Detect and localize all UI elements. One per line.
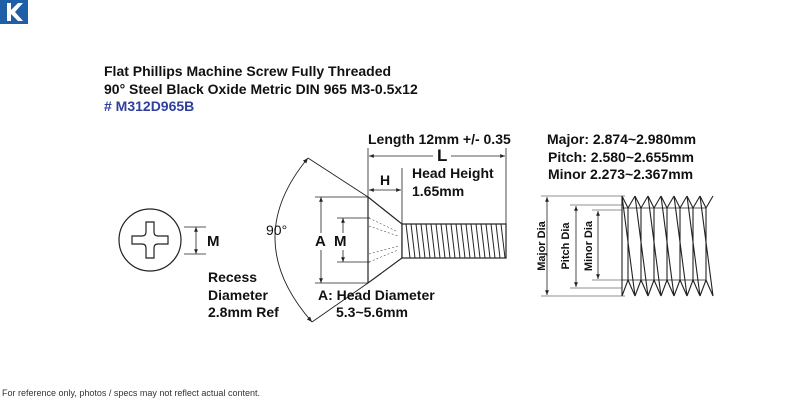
recess-label-2: Diameter (208, 287, 268, 303)
dimension-a-m (315, 196, 370, 284)
major-dia-label: Major Dia (536, 220, 548, 270)
m-label-side: M (334, 233, 347, 250)
head-top-view (118, 208, 206, 272)
head-height-label-2: 1.65mm (412, 183, 465, 199)
thread-minor: Minor 2.273~2.367mm (548, 166, 694, 182)
m-label: M (207, 233, 220, 250)
l-label: L (433, 147, 452, 164)
part-number: # M312D965B (104, 98, 195, 114)
head-dia-label-1: A: Head Diameter (318, 287, 435, 303)
disclaimer: For reference only, photos / specs may n… (2, 388, 260, 398)
h-label: H (380, 172, 391, 188)
minor-dia-label: Minor Dia (583, 220, 595, 271)
thread-detail (541, 195, 714, 297)
a-label: A (315, 233, 326, 250)
angle-90-arc (274, 157, 369, 323)
thread-major: Major: 2.874~2.980mm (547, 131, 697, 147)
brand-logo (0, 0, 28, 24)
screw-side-view (367, 195, 507, 285)
angle-label: 90° (266, 222, 288, 238)
title-line-1: Flat Phillips Machine Screw Fully Thread… (104, 63, 392, 79)
title-line-2: 90° Steel Black Oxide Metric DIN 965 M3-… (104, 81, 418, 97)
recess-label-3: 2.8mm Ref (208, 304, 279, 320)
head-height-label-1: Head Height (412, 165, 494, 181)
thread-pitch: Pitch: 2.580~2.655mm (548, 149, 694, 165)
recess-label-1: Recess (208, 269, 258, 285)
head-dia-label-2: 5.3~5.6mm (336, 304, 408, 320)
pitch-dia-label: Pitch Dia (560, 222, 572, 270)
length-label: Length 12mm +/- 0.35 (368, 131, 511, 147)
